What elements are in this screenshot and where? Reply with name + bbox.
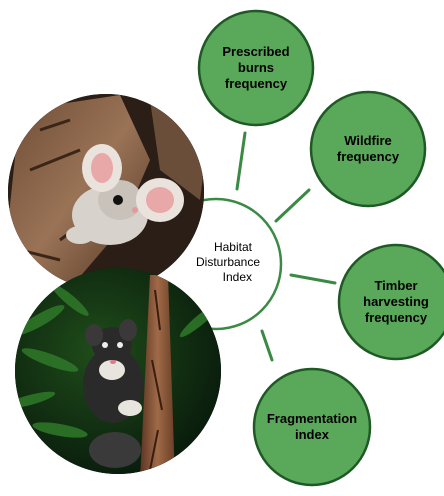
connector-prescribed-burns: [237, 133, 245, 189]
connector-wildfire: [276, 190, 309, 221]
connector-timber: [291, 275, 335, 283]
connector-fragmentation: [262, 331, 272, 360]
hub-label: Habitat Disturbance Index: [196, 240, 252, 285]
node-prescribed-burns: [199, 11, 313, 125]
node-wildfire: [311, 92, 425, 206]
node-timber-harvesting: [339, 245, 444, 359]
node-fragmentation: [254, 369, 370, 485]
